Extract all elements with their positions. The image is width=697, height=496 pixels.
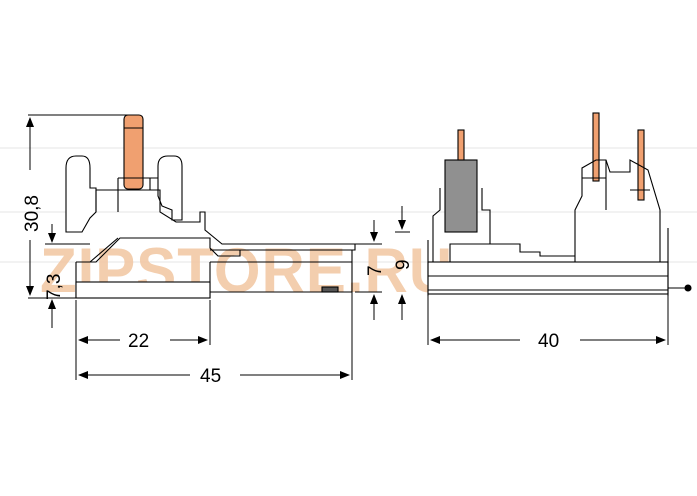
side-view [65,114,356,299]
extension-arm [210,249,353,293]
dim-height-lower: 7,3 [44,274,65,300]
housing-upper [76,189,356,263]
dim-gap-7: 7 [365,265,386,276]
pin-grey-block [444,159,478,233]
front-view [427,112,692,296]
dim-height-total: 30,8 [22,195,43,232]
dim-width-22: 22 [128,331,149,352]
right-clip [157,155,183,221]
pin-orange-right-1 [592,112,600,182]
front-base [427,261,669,295]
left-clip [65,155,97,233]
dim-width-40: 40 [538,331,559,352]
dim-width-45: 45 [200,366,221,387]
dim-gap-9: 9 [393,259,414,270]
small-latch [321,286,339,293]
dimension-lines [26,114,669,380]
